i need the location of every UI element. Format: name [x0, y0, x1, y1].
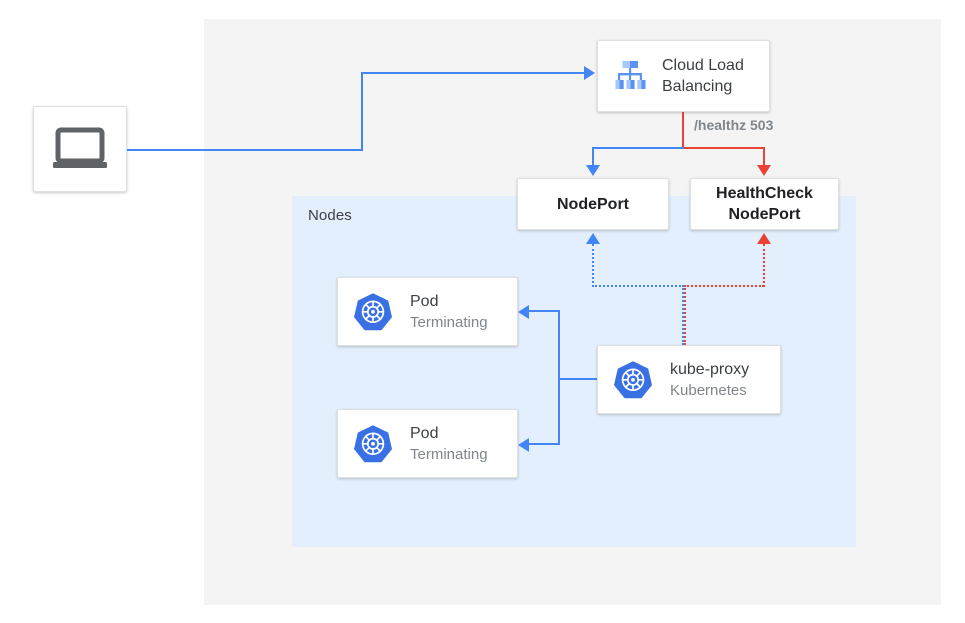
edge-kubeproxy-to-nodeport-horizontal [592, 285, 684, 287]
edge-kubeproxy-to-pods-trunk [558, 378, 599, 380]
edge-lb-to-hc-seg2 [682, 147, 765, 149]
healthcheck-nodeport-text: HealthCheck NodePort [716, 183, 813, 225]
edge-kubeproxy-to-pod2-arrowhead [518, 438, 529, 452]
edge-kubeproxy-stem-red [684, 285, 686, 345]
edge-client-to-lb-arrowhead [584, 66, 595, 80]
edge-kubeproxy-to-pods-bus [558, 310, 560, 445]
kube-proxy-title: kube-proxy [670, 360, 750, 378]
cloud-load-balancing-title-line1: Cloud Load [662, 57, 744, 74]
edge-kubeproxy-stem-blue [682, 285, 684, 345]
pod-node-1-title: Pod [410, 292, 439, 310]
edge-lb-to-nodeport-arrowhead [586, 165, 600, 176]
client-node[interactable] [33, 106, 127, 192]
edge-lb-to-hc-seg1 [682, 112, 684, 149]
kubernetes-icon [352, 423, 394, 465]
edge-kubeproxy-to-hc-arrowhead [757, 233, 771, 244]
edge-kubeproxy-to-nodeport-arrowhead [586, 233, 600, 244]
edge-kubeproxy-to-nodeport-vertical [592, 244, 594, 287]
kubernetes-icon [352, 291, 394, 333]
cloud-load-balancing-icon [610, 56, 650, 96]
pod-node-2-text: Pod Terminating [410, 423, 488, 465]
pod-node-1-text: Pod Terminating [410, 291, 488, 333]
cloud-load-balancing-title-line2: Balancing [662, 78, 733, 95]
healthz-annotation: /healthz 503 [694, 117, 774, 133]
healthcheck-nodeport-label-line2: NodePort [728, 206, 801, 223]
edge-kubeproxy-to-pod1 [529, 310, 560, 312]
nodeport-node[interactable]: NodePort [517, 178, 669, 230]
edge-client-to-lb-seg3 [361, 72, 584, 74]
pod-node-1[interactable]: Pod Terminating [337, 277, 518, 346]
edge-client-to-lb-seg2 [361, 72, 363, 151]
edge-lb-to-hc-arrowhead [757, 165, 771, 176]
pod-node-2[interactable]: Pod Terminating [337, 409, 518, 478]
nodes-region-label: Nodes [308, 207, 352, 224]
edge-kubeproxy-to-pod2 [529, 443, 560, 445]
nodeport-label: NodePort [557, 195, 629, 213]
edge-lb-to-nodeport-seg2 [592, 147, 594, 167]
pod-node-1-status: Terminating [410, 313, 488, 331]
kube-proxy-text: kube-proxy Kubernetes [670, 359, 749, 401]
edge-lb-to-nodeport-seg1 [592, 147, 684, 149]
cloud-load-balancing-node[interactable]: Cloud Load Balancing [597, 40, 770, 112]
healthcheck-nodeport-node[interactable]: HealthCheck NodePort [690, 178, 839, 230]
kube-proxy-node[interactable]: kube-proxy Kubernetes [597, 345, 781, 414]
edge-kubeproxy-to-hc-horizontal [684, 285, 764, 287]
edge-kubeproxy-to-pod1-arrowhead [518, 305, 529, 319]
edge-kubeproxy-to-hc-vertical [763, 244, 765, 287]
healthcheck-nodeport-label-line1: HealthCheck [716, 185, 813, 202]
pod-node-2-status: Terminating [410, 445, 488, 463]
cloud-load-balancing-text: Cloud Load Balancing [662, 55, 744, 97]
kubernetes-icon [612, 359, 654, 401]
edge-client-to-lb-seg1 [127, 149, 363, 151]
edge-lb-to-hc-seg3 [763, 147, 765, 167]
laptop-icon [51, 126, 109, 172]
pod-node-2-title: Pod [410, 424, 439, 442]
kube-proxy-subtitle: Kubernetes [670, 381, 747, 399]
